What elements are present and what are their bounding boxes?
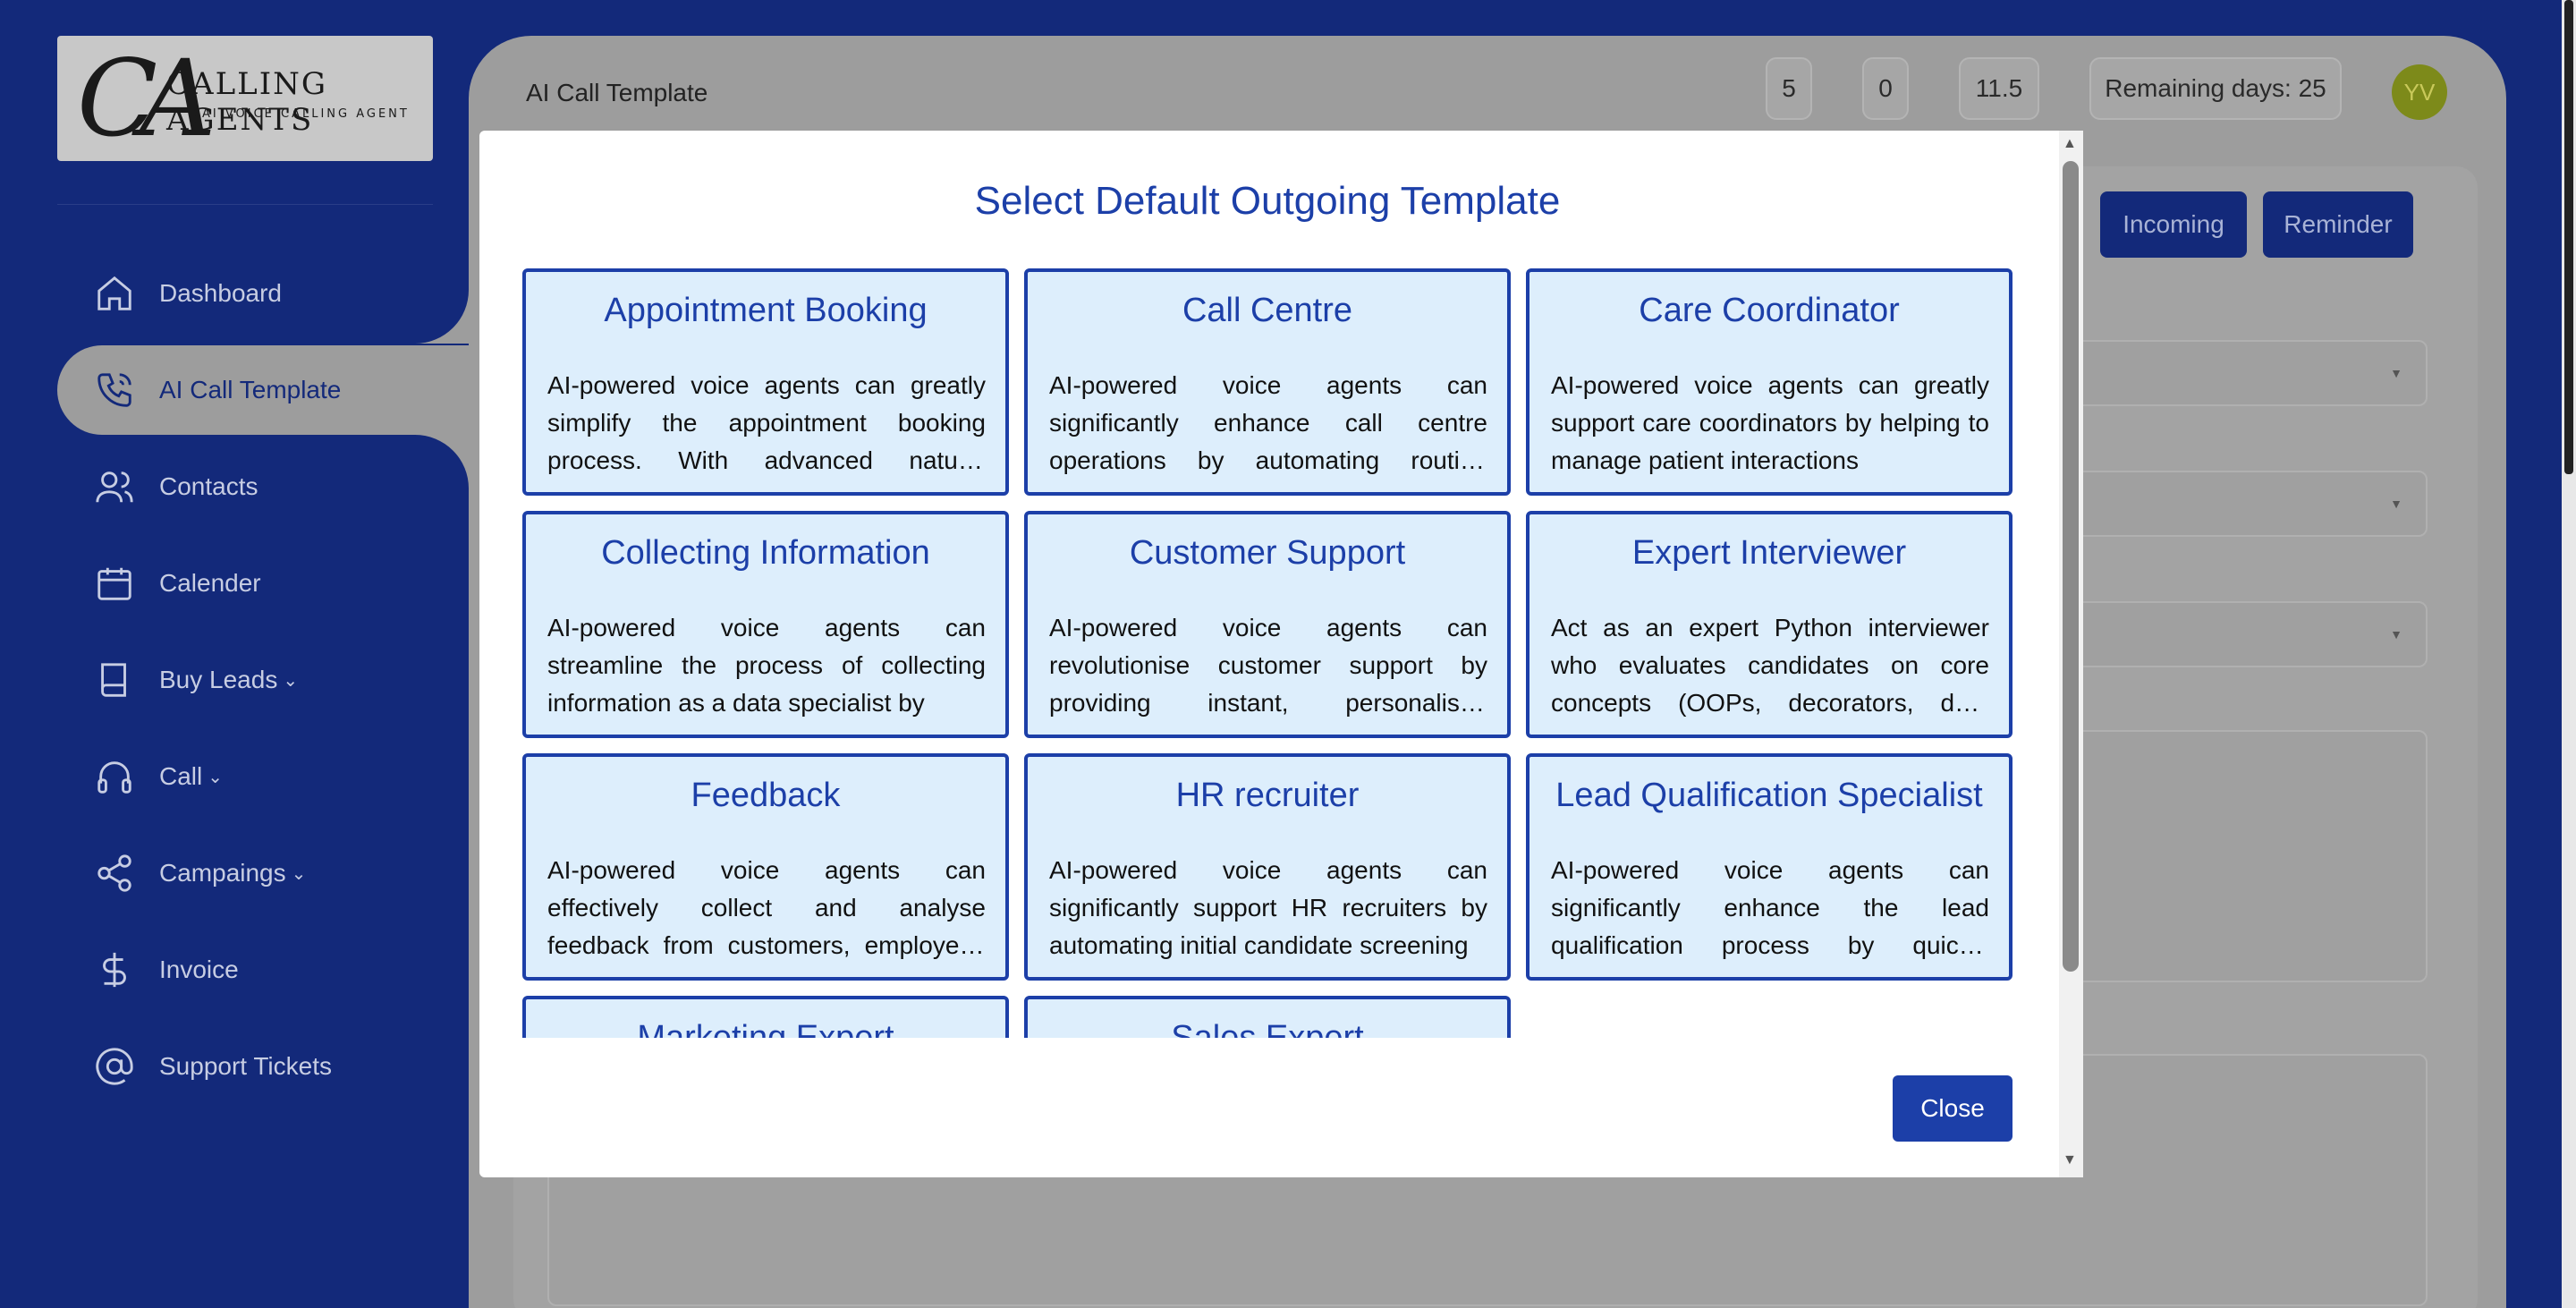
sidebar-item-label: AI Call Template: [159, 376, 342, 403]
modal-scrollbar-thumb[interactable]: [2063, 161, 2079, 972]
sidebar-item-label: Buy Leads: [159, 666, 278, 693]
tab-incoming[interactable]: Incoming: [2100, 191, 2247, 258]
template-card[interactable]: Sales Expert: [1024, 996, 1511, 1038]
sidebar-item-label: Invoice: [159, 956, 239, 983]
calendar-icon: [89, 558, 140, 608]
dollar-icon: [89, 945, 140, 995]
sidebar-item-label: Calender: [159, 569, 261, 597]
logo-title: CALLING AGENTS: [166, 66, 328, 138]
sidebar-item-invoice[interactable]: Invoice: [57, 925, 469, 1015]
template-title: Lead Qualification Specialist: [1555, 777, 1983, 814]
template-description: AI-powered voice agents can revolutionis…: [1049, 614, 1487, 717]
sidebar-item-dashboard[interactable]: Dashboard: [57, 249, 469, 338]
template-description: AI-powered voice agents can significantl…: [1049, 371, 1487, 474]
share-icon: [89, 848, 140, 898]
chevron-down-icon: ⌄: [291, 863, 307, 884]
chevron-down-icon: ⌄: [283, 670, 299, 691]
sidebar-item-call[interactable]: Call ⌄: [57, 732, 469, 821]
sidebar-divider: [57, 204, 433, 205]
template-title: Customer Support: [1129, 534, 1406, 572]
select-field[interactable]: ▼: [2066, 340, 2428, 406]
tab-reminder[interactable]: Reminder: [2263, 191, 2413, 258]
remaining-days-badge: Remaining days: 25: [2089, 57, 2342, 120]
logo-subtitle: AI VOICE CALLING AGENT: [202, 107, 410, 121]
template-card[interactable]: Feedback AI-powered voice agents can eff…: [522, 753, 1009, 981]
template-title: Care Coordinator: [1639, 292, 1900, 329]
page-scrollbar-thumb[interactable]: [2564, 0, 2573, 474]
chevron-down-icon: ▼: [2390, 366, 2402, 380]
template-title: HR recruiter: [1175, 777, 1360, 814]
template-card[interactable]: Customer Support AI-powered voice agents…: [1024, 511, 1511, 738]
sidebar: CA CALLING AGENTS AI VOICE CALLING AGENT…: [0, 0, 469, 1308]
stat-badge: 0: [1862, 57, 1909, 120]
home-icon: [89, 268, 140, 319]
close-button[interactable]: Close: [1893, 1075, 2012, 1142]
template-title: Expert Interviewer: [1631, 534, 1907, 572]
sidebar-item-label: Dashboard: [159, 279, 282, 307]
stat-badge: 11.5: [1959, 57, 2039, 120]
chevron-down-icon: ⌄: [208, 767, 223, 787]
logo-monogram: CA: [77, 37, 216, 160]
headphones-icon: [89, 752, 140, 802]
sidebar-item-buy-leads[interactable]: Buy Leads ⌄: [57, 635, 469, 725]
sidebar-item-label: Contacts: [159, 472, 258, 500]
template-description: AI-powered voice agents can effectively …: [547, 856, 986, 959]
page-title: AI Call Template: [526, 79, 708, 106]
template-description: AI-powered voice agents can significantl…: [1551, 856, 1989, 959]
template-card[interactable]: Call Centre AI-powered voice agents can …: [1024, 268, 1511, 496]
template-card[interactable]: Lead Qualification Specialist AI-powered…: [1526, 753, 2012, 981]
stat-badge: 5: [1766, 57, 1812, 120]
template-title: Feedback: [691, 777, 841, 814]
template-description: AI-powered voice agents can streamline t…: [547, 614, 986, 717]
active-curve-top: [394, 254, 469, 344]
sidebar-item-ai-call-template[interactable]: AI Call Template: [57, 345, 469, 435]
template-card[interactable]: Collecting Information AI-powered voice …: [522, 511, 1009, 738]
template-title: Marketing Expert: [637, 1019, 894, 1038]
template-grid: Appointment Booking AI-powered voice age…: [522, 268, 2016, 1038]
template-description: AI-powered voice agents can greatly supp…: [1551, 371, 1989, 474]
template-title: Appointment Booking: [604, 292, 928, 329]
sidebar-item-support-tickets[interactable]: Support Tickets: [57, 1022, 469, 1111]
template-description: AI-powered voice agents can greatly simp…: [547, 371, 986, 474]
template-description: AI-powered voice agents can significantl…: [1049, 856, 1487, 959]
scroll-down-icon[interactable]: ▼: [2063, 1152, 2077, 1168]
at-icon: [89, 1041, 140, 1091]
select-field[interactable]: ▼: [2066, 601, 2428, 667]
template-title: Sales Expert: [1171, 1019, 1364, 1038]
template-title: Call Centre: [1182, 292, 1353, 329]
template-card[interactable]: HR recruiter AI-powered voice agents can…: [1024, 753, 1511, 981]
logo[interactable]: CA CALLING AGENTS AI VOICE CALLING AGENT: [57, 36, 433, 161]
template-description: Act as an expert Python interviewer who …: [1551, 614, 1989, 717]
template-modal: Select Default Outgoing Template Appoint…: [479, 131, 2083, 1177]
template-card[interactable]: Expert Interviewer Act as an expert Pyth…: [1526, 511, 2012, 738]
chevron-down-icon: ▼: [2390, 627, 2402, 641]
book-icon: [89, 655, 140, 705]
sidebar-item-calender[interactable]: Calender: [57, 539, 469, 628]
sidebar-item-label: Call: [159, 762, 203, 790]
sidebar-item-campaings[interactable]: Campaings ⌄: [57, 828, 469, 918]
chevron-down-icon: ▼: [2390, 497, 2402, 511]
template-title: Collecting Information: [601, 534, 930, 572]
avatar[interactable]: YV: [2392, 64, 2447, 120]
template-card[interactable]: Appointment Booking AI-powered voice age…: [522, 268, 1009, 496]
sidebar-item-label: Campaings: [159, 859, 286, 887]
select-field[interactable]: ▼: [2066, 471, 2428, 537]
template-card[interactable]: Care Coordinator AI-powered voice agents…: [1526, 268, 2012, 496]
active-curve-bottom: [394, 435, 469, 524]
scroll-up-icon[interactable]: ▲: [2063, 136, 2077, 151]
sidebar-item-contacts[interactable]: Contacts: [57, 442, 469, 531]
template-card[interactable]: Marketing Expert: [522, 996, 1009, 1038]
phone-icon: [89, 365, 140, 415]
modal-title: Select Default Outgoing Template: [974, 179, 1561, 223]
users-icon: [89, 462, 140, 512]
sidebar-item-label: Support Tickets: [159, 1052, 332, 1080]
